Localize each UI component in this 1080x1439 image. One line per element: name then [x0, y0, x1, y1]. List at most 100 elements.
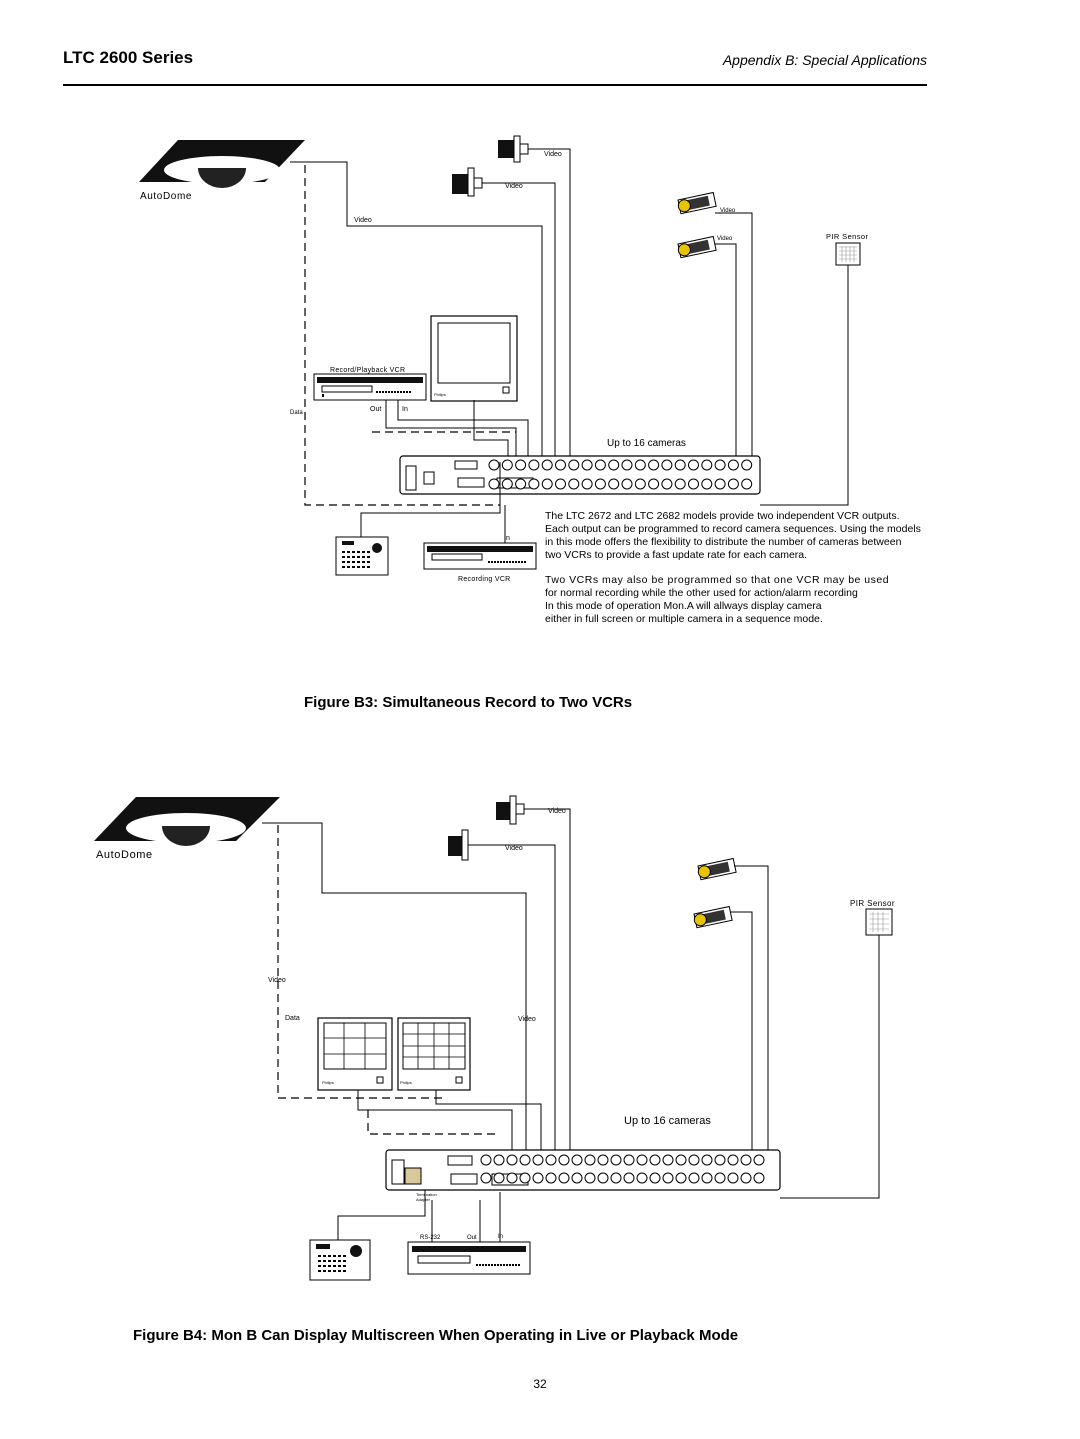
bnc-connector [541, 459, 553, 471]
appendix-title: Appendix B: Special Applications [722, 52, 927, 68]
figure-b3: AutoDome Video Video Video Video Video P… [139, 135, 921, 711]
bnc-connector [701, 478, 713, 490]
bnc-connector [558, 1154, 570, 1166]
bnc-connector [532, 1154, 544, 1166]
bnc-connector [634, 478, 646, 490]
box-camera-icon [693, 905, 733, 929]
dome-camera-icon [452, 167, 483, 197]
series-title: LTC 2600 Series [63, 48, 194, 67]
svg-text:Philips: Philips [400, 1080, 412, 1085]
bnc-connector [662, 1172, 674, 1184]
note-line: either in full screen or multiple camera… [545, 613, 823, 625]
video-left-label: Video [268, 977, 286, 984]
bnc-connector [741, 478, 753, 490]
bnc-connector [558, 1172, 570, 1184]
header-rule [63, 84, 927, 86]
figure-b4-caption: Figure B4: Mon B Can Display Multiscreen… [133, 1327, 739, 1344]
b3-note-2: Two VCRs may also be programmed so that … [545, 574, 889, 626]
bnc-connector [701, 459, 713, 471]
bnc-connector [493, 1172, 505, 1184]
bnc-connector [740, 1172, 752, 1184]
bnc-connector [597, 1154, 609, 1166]
bnc-connector [581, 459, 593, 471]
svg-text:Philips: Philips [322, 1080, 334, 1085]
video-label-cam2: Video [505, 183, 523, 190]
note-line: two VCRs to provide a fast update rate f… [545, 549, 808, 561]
bnc-connector [623, 1172, 635, 1184]
bnc-connector [674, 459, 686, 471]
bnc-connector [597, 1172, 609, 1184]
bnc-connector [608, 478, 620, 490]
video-label-autodome: Video [354, 217, 372, 224]
recording-vcr-in-label: In [504, 535, 510, 542]
bnc-connector [727, 1172, 739, 1184]
recording-vcr-icon [423, 542, 537, 570]
figure-b4: AutoDome Video Data Video Video PIR Sens… [0, 720, 1080, 1360]
vcr-in-label: In [402, 406, 408, 413]
note-line: In this mode of operation Mon.A will all… [545, 600, 822, 612]
bnc-connector [662, 1154, 674, 1166]
keyboard-controller-icon [335, 536, 389, 576]
multiplexer-panel: Termination Adapter [385, 1149, 781, 1202]
bnc-connector [541, 478, 553, 490]
bnc-connector [649, 1172, 661, 1184]
autodome-icon [139, 140, 305, 188]
bnc-connector [674, 478, 686, 490]
bnc-connector [493, 1154, 505, 1166]
note-line: Two VCRs may also be programmed so that … [545, 574, 890, 586]
bnc-connector [501, 478, 513, 490]
data-label-b4: Data [285, 1015, 300, 1022]
box-camera-icon [677, 191, 717, 215]
note-line: in this mode offers the flexibility to d… [545, 536, 902, 548]
pir-sensor-icon [835, 242, 861, 266]
bnc-connector [753, 1172, 765, 1184]
video-mid-label: Video [518, 1016, 536, 1023]
bnc-connector [501, 459, 513, 471]
bnc-connector [740, 1154, 752, 1166]
monitor-icon: Philips [430, 315, 518, 402]
video-label-cam3: Video [720, 208, 736, 214]
video-label-cam1: Video [544, 151, 562, 158]
svg-text:Termination: Termination [416, 1192, 437, 1197]
bnc-connector [571, 1172, 583, 1184]
bnc-connector [555, 478, 566, 490]
bnc-connector [545, 1154, 557, 1166]
figure-b4-diagram: AutoDome Video Data Video Video PIR Sens… [94, 795, 895, 1281]
note-line: for normal recording while the other use… [545, 587, 858, 599]
rs232-label: RS-232 [420, 1235, 441, 1241]
bnc-connector [584, 1172, 596, 1184]
page-number: 32 [533, 1377, 547, 1391]
bnc-connector [753, 1154, 765, 1166]
bnc-connector [532, 1172, 544, 1184]
bnc-connector [634, 459, 646, 471]
bnc-connector [488, 478, 500, 490]
bnc-connector [608, 459, 620, 471]
bnc-connector [688, 459, 699, 471]
bnc-connector [594, 459, 606, 471]
bnc-connector [636, 1172, 648, 1184]
monitor-quad-icon: Philips [317, 1017, 393, 1091]
bnc-connector [727, 1154, 739, 1166]
pir-sensor-label: PIR Sensor [850, 899, 895, 908]
bnc-connector [488, 459, 500, 471]
svg-text:Adapter: Adapter [416, 1197, 431, 1202]
b3-note-1: The LTC 2672 and LTC 2682 models provide… [545, 510, 921, 562]
figure-b3-diagram: AutoDome Video Video Video Video Video P… [139, 135, 868, 583]
bnc-connector [610, 1154, 622, 1166]
bnc-connector [714, 478, 726, 490]
bnc-connector [636, 1154, 648, 1166]
connector-ports [488, 459, 753, 490]
bnc-connector [555, 459, 566, 471]
vcr-top-label: Record/Playback VCR [330, 367, 405, 374]
bnc-connector [675, 1154, 687, 1166]
bnc-connector [506, 1172, 518, 1184]
vcr-icon [313, 373, 427, 401]
note-line: Each output can be programmed to record … [545, 523, 921, 535]
bnc-connector [649, 1154, 661, 1166]
video-label-cam4: Video [717, 236, 733, 242]
vcr-out-label: Out [467, 1235, 477, 1241]
bnc-connector [584, 1154, 596, 1166]
svg-text:Philips: Philips [434, 392, 446, 397]
bnc-connector [714, 459, 726, 471]
box-camera-icon [697, 857, 737, 881]
